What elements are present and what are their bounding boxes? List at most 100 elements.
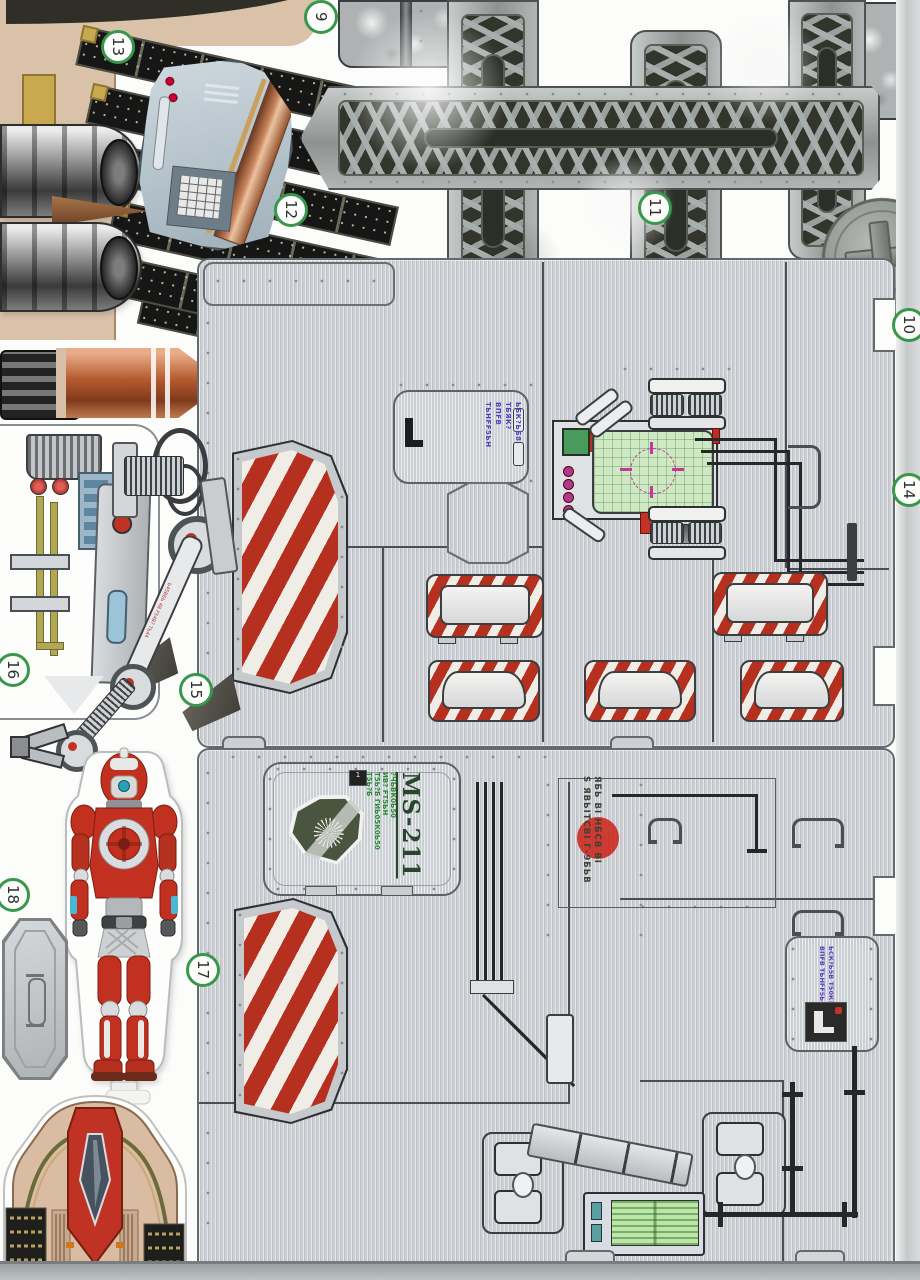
rivet-row — [398, 382, 548, 388]
radar-crosshair-icon — [630, 448, 676, 494]
pipe-segment — [747, 849, 767, 853]
ms-text-line: ?ЧЬВК0Ь50 — [389, 772, 397, 819]
part-number: 17 — [194, 960, 212, 980]
pipe-segment — [790, 1082, 795, 1212]
stand-slot-tick — [26, 1024, 44, 1027]
rivet-column — [790, 946, 796, 1042]
latch-bar — [513, 408, 524, 432]
hip-armor — [97, 928, 151, 958]
ms-text-line: Т5Ь?Б ГИЬ05К0Ь50 — [373, 772, 381, 850]
latch-bar — [513, 442, 524, 466]
window-shine — [93, 1140, 101, 1208]
terminal-button — [591, 1224, 602, 1242]
rivet-row — [342, 179, 862, 185]
coil-spring — [688, 522, 722, 544]
thigh — [126, 955, 151, 1007]
pipe-segment — [707, 462, 802, 465]
panel-seam — [382, 548, 384, 742]
coil-spring — [650, 394, 684, 416]
part-number-badge: 18 — [0, 878, 30, 912]
pipe-segment — [476, 782, 479, 982]
pod-grill — [204, 83, 240, 104]
bench-seat — [440, 585, 530, 625]
olive-pipe — [36, 496, 44, 648]
hazard-stripes — [242, 450, 338, 684]
handle-bracket — [792, 818, 844, 848]
keypad — [805, 1002, 847, 1042]
engine-nozzle — [100, 236, 138, 301]
rivet-column — [339, 920, 345, 1102]
greeble-ribs — [55, 1214, 65, 1262]
part-number-badge: 9 — [304, 0, 338, 34]
hatch-text-line: ВПFВ ТЬНFF5ЬН — [484, 402, 502, 448]
green-button — [562, 428, 590, 456]
clamp-lens — [512, 1172, 534, 1198]
pipe-segment — [787, 571, 864, 574]
hazard-panel — [234, 898, 348, 1124]
part18-stand-base — [2, 918, 68, 1080]
pipe-segment — [701, 450, 790, 453]
door-tab — [381, 886, 413, 896]
pipe-end-plate — [847, 523, 857, 581]
door-chip: 1 — [349, 770, 367, 786]
panel-seam — [787, 568, 889, 570]
rivet-column — [868, 946, 874, 1042]
part-number: 18 — [4, 885, 22, 905]
door-hatch: ЬБК?ЬБ8 ТБЯК? ВПFВ ТЬНFF5ЬН — [393, 390, 529, 484]
radar-tick — [620, 468, 632, 471]
red-indicator — [30, 478, 47, 495]
pipe-segment — [492, 782, 495, 982]
panel-seam — [712, 556, 714, 742]
page-edge-right — [896, 0, 920, 1280]
side-solar-panel — [143, 1223, 185, 1266]
pipe-flange — [844, 1090, 865, 1095]
stamp-text-line: S ЯВЬІТСВІ Г-9БЬВ — [581, 776, 591, 884]
rivet-column — [339, 464, 345, 670]
part-number: 16 — [4, 660, 22, 680]
rivet-row — [622, 366, 742, 372]
bench-seat — [754, 671, 830, 709]
pipe-segment — [774, 438, 777, 562]
magenta-button — [563, 466, 574, 477]
pipe-segment — [787, 450, 790, 574]
part-number: 11 — [646, 198, 664, 218]
hazard-bench — [712, 572, 828, 636]
shin — [126, 1015, 149, 1063]
part-number: 15 — [187, 680, 205, 700]
rivet-row — [215, 278, 383, 284]
rivet-column — [451, 776, 457, 882]
arm-coil — [124, 456, 184, 496]
stand-inner-face — [16, 932, 54, 1066]
pipe-collar — [470, 980, 514, 994]
corner-plate — [203, 262, 395, 306]
hazard-panel — [232, 440, 348, 694]
panel-notch — [873, 298, 895, 352]
part13-top-band — [0, 0, 318, 46]
rocket-engine — [0, 222, 142, 312]
part-number: 12 — [282, 200, 300, 220]
handle-bracket — [648, 818, 682, 844]
pipe-segment — [799, 462, 802, 586]
radar-tick — [650, 442, 653, 454]
center-channel — [400, 2, 412, 66]
octagon-hatch — [447, 482, 529, 564]
abdomen — [105, 897, 143, 919]
solar-dashes — [10, 1216, 42, 1262]
frame-outline — [558, 778, 776, 908]
pod-machinery-print — [166, 166, 236, 232]
hand — [160, 919, 176, 937]
coil-spring — [688, 394, 722, 416]
missile-collar — [56, 348, 66, 418]
stamp-decal-text: ЯБЬ ВІ НБСВ ВІ S ЯВЬІТСВІ Г-9БЬВ — [580, 776, 602, 900]
rivet-column — [205, 770, 211, 1240]
pipe-segment — [484, 782, 487, 982]
thigh — [97, 955, 122, 1007]
pipe-segment — [774, 559, 864, 562]
keypad-red-light — [835, 1007, 842, 1014]
panel-seam — [620, 898, 889, 900]
handle-bracket — [792, 910, 844, 936]
octagon-hatch-face — [449, 484, 527, 562]
door-tab — [305, 886, 337, 896]
part-number-badge: 13 — [101, 30, 135, 64]
